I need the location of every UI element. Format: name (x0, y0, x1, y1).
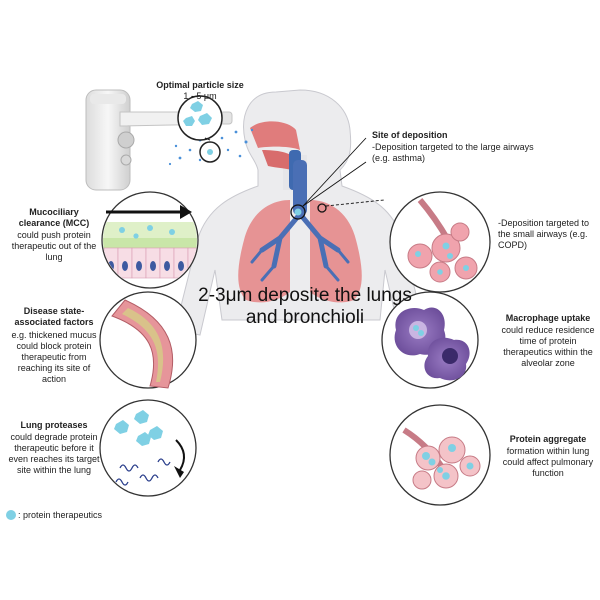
disease-body: e.g. thickened mucus could block protein… (11, 330, 97, 384)
disease-circle (99, 291, 197, 389)
aggregate-body: formation within lung could affect pulmo… (502, 446, 594, 478)
mcc-title: Mucociliary clearance (MCC) (18, 207, 90, 228)
aggregate-circle (389, 404, 491, 506)
particle-size-title: Optimal particle size (156, 80, 244, 90)
alveoli-circle (389, 191, 491, 293)
particle-size-range: 1 - 5 μm (183, 91, 217, 101)
lungs (238, 160, 362, 303)
proteases-circle (99, 399, 197, 497)
disease-title: Disease state-associated factors (14, 306, 94, 327)
legend-label: : protein therapeutics (18, 510, 103, 520)
deposition-large-airways: -Deposition targeted to the large airway… (372, 142, 534, 163)
center-caption-line1: 2-3μm deposite the lungs (198, 285, 412, 306)
legend-marker (6, 510, 16, 520)
mcc-circle (101, 191, 199, 289)
deposition-site-title: Site of deposition (372, 130, 448, 140)
center-caption-line2: and bronchioli (245, 307, 365, 328)
nebulizer (85, 89, 233, 191)
aggregate-title: Protein aggregate (509, 434, 587, 444)
deposition-small-airways: -Deposition targeted to the small airway… (498, 218, 590, 250)
proteases-title: Lung proteases (20, 420, 88, 430)
proteases-body: could degrade protein therapeutic before… (8, 432, 100, 475)
particle-size-inset (177, 95, 223, 163)
center-caption: 2-3μm deposite the lungs and bronchioli (160, 285, 450, 329)
mcc-body: could push protein therapeutic out of th… (11, 230, 97, 262)
macrophage-circle (381, 291, 479, 389)
macrophage-title: Macrophage uptake (505, 313, 591, 323)
macrophage-body: could reduce residence time of protein t… (501, 325, 595, 368)
